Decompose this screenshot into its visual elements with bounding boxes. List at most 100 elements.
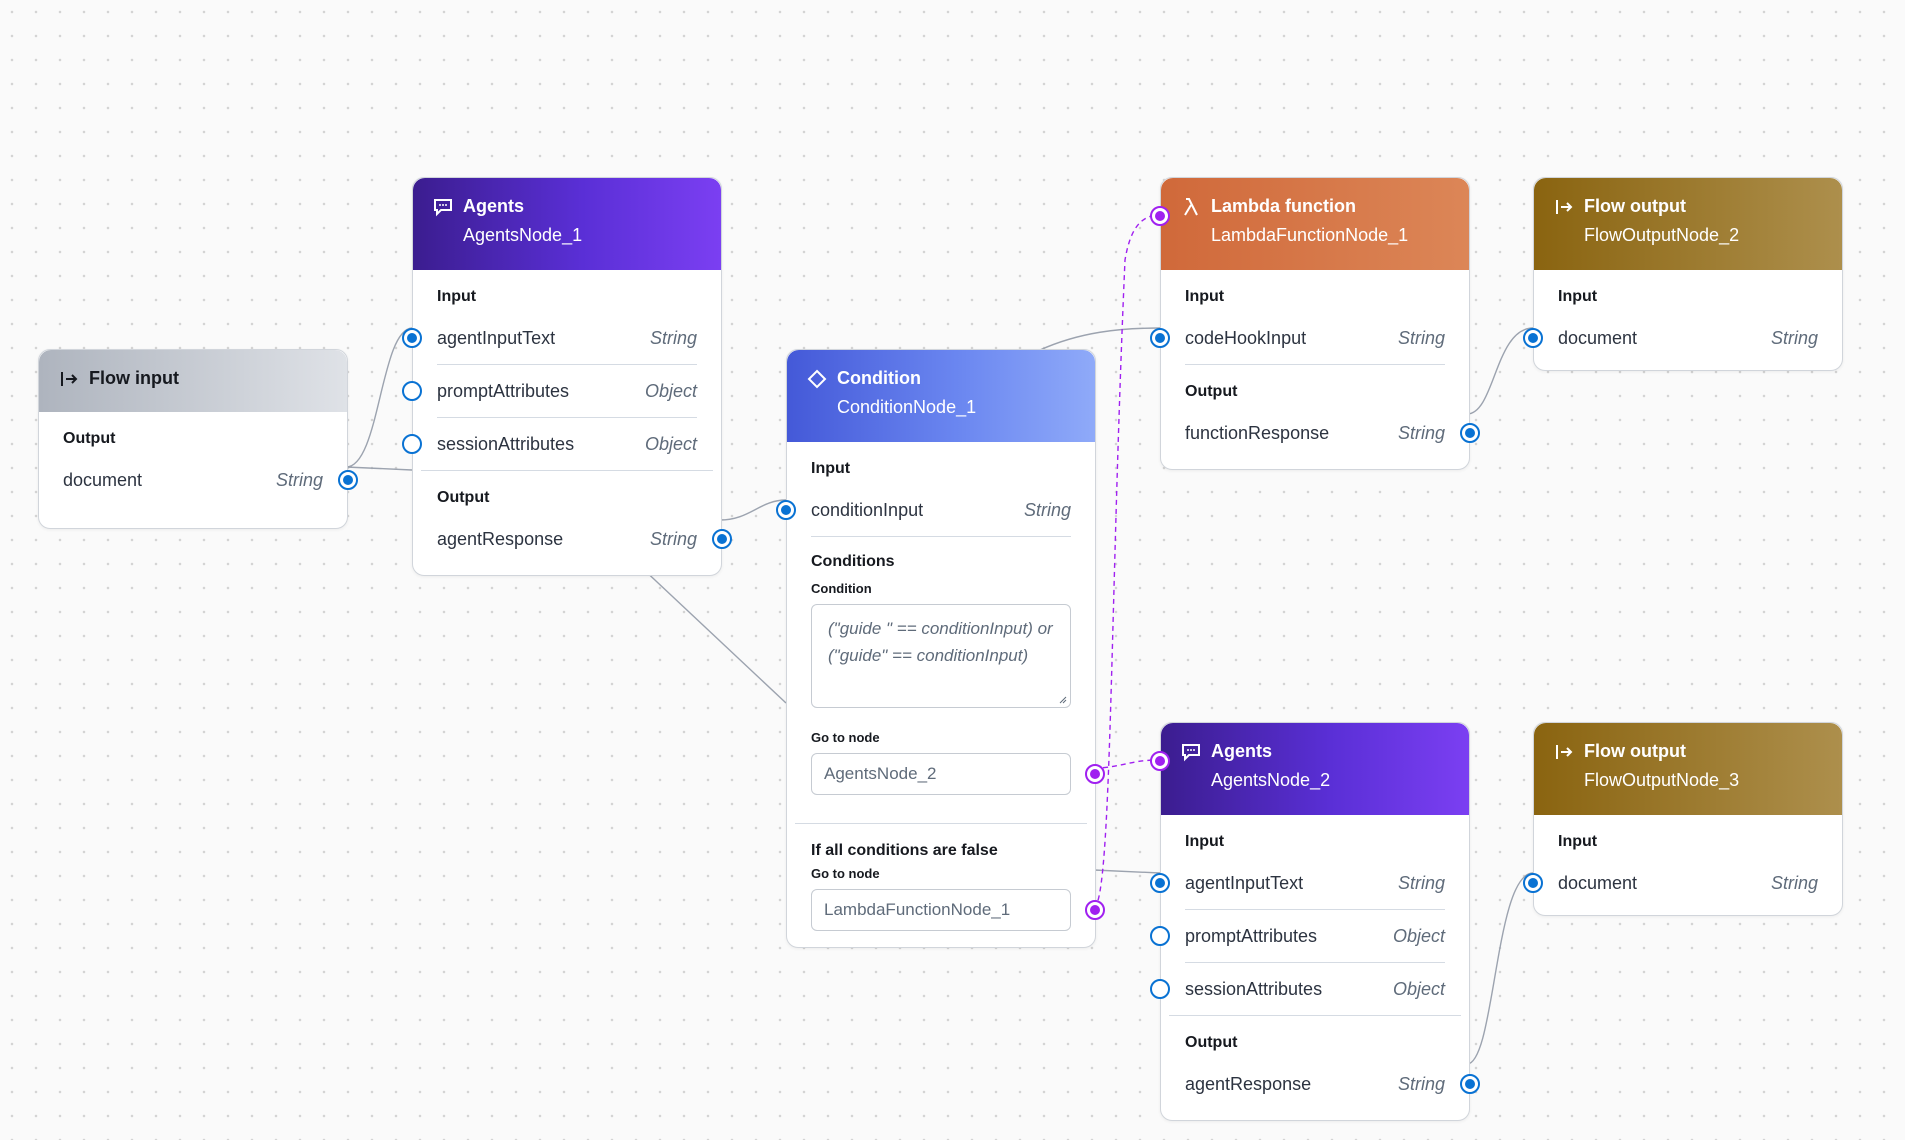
condition-node-header: Condition ConditionNode_1 [787,350,1095,442]
divider [795,823,1087,824]
conditions-section-label: Conditions [811,553,895,570]
field-name: document [63,469,143,490]
input-port[interactable] [1150,979,1170,999]
input-port[interactable] [402,381,422,401]
node-subtitle: AgentsNode_2 [1211,770,1331,790]
edge-agents1-condition-b [639,565,787,704]
output-port[interactable] [338,470,358,490]
edge-goto-agents2 [1093,759,1159,769]
arrow-into-bar-icon [1554,742,1574,762]
field-type: String [1397,422,1445,443]
input-port[interactable] [402,328,422,348]
output-section-label: Output [63,430,116,447]
condition-label: Condition [811,581,872,596]
input-section-label: Input [437,288,477,305]
input-field-promptAttributes: promptAttributes Object [1150,910,1445,963]
field-type: Object [644,380,697,401]
field-type: String [1397,872,1445,893]
input-section-label: Input [1185,288,1225,305]
lambda-trigger-port[interactable] [1150,206,1170,226]
output-port[interactable] [1460,1074,1480,1094]
input-field-promptAttributes: promptAttributes Object [402,365,697,418]
goto-value: AgentsNode_2 [824,764,937,783]
field-type: String [1397,327,1445,348]
arrow-into-bar-icon [1554,197,1574,217]
input-port[interactable] [402,434,422,454]
field-name: agentInputText [437,327,556,348]
output-port[interactable] [1460,423,1480,443]
node-title: Flow output [1584,741,1686,761]
field-type: Object [644,433,697,454]
field-type: Object [1392,925,1445,946]
output-field-agentResponse: agentResponse String [437,513,732,565]
field-name: sessionAttributes [437,433,575,454]
field-name: codeHookInput [1185,327,1307,348]
output-section-label: Output [1185,383,1238,400]
flow-input-node[interactable]: Flow input Output document String [38,349,358,529]
goto-label: Go to node [811,730,880,745]
flow-output-node-2[interactable]: Flow output FlowOutputNode_2 Input docum… [1523,177,1843,371]
input-section-label: Input [1558,833,1598,850]
lambda-node-header: Lambda function LambdaFunctionNode_1 [1150,178,1469,270]
flow-output-node-3[interactable]: Flow output FlowOutputNode_3 Input docum… [1523,722,1843,916]
field-name: sessionAttributes [1185,978,1323,999]
agents-node-1[interactable]: Agents AgentsNode_1 Input agentInputText… [402,177,732,576]
agents-node-1-header: Agents AgentsNode_1 [413,178,721,270]
agents2-trigger-port[interactable] [1150,751,1170,771]
diamond-icon [807,369,827,389]
condition-expression-textarea[interactable]: ("guide " == conditionInput) or ("guide"… [811,604,1071,708]
node-title: Flow output [1584,196,1686,216]
edge-agents2-flowout3 [1466,872,1534,1065]
else-goto-port[interactable] [1085,900,1105,920]
condition-expression: ("guide " == conditionInput) or ("guide"… [828,619,1053,665]
field-name: document [1558,872,1638,893]
divider [1169,1015,1461,1016]
node-title: Agents [1211,741,1273,761]
input-port[interactable] [1150,926,1170,946]
field-type: String [1770,327,1818,348]
field-name: promptAttributes [1185,925,1318,946]
input-section-label: Input [1558,288,1598,305]
input-port[interactable] [1523,873,1543,893]
field-type: Object [1392,978,1445,999]
else-goto-value: LambdaFunctionNode_1 [824,900,1011,919]
input-port[interactable] [1150,328,1170,348]
output-port[interactable] [712,529,732,549]
input-field-document: document String [1523,312,1818,364]
input-section-label: Input [811,460,851,477]
field-name: document [1558,327,1638,348]
output-field-functionResponse: functionResponse String [1185,407,1480,459]
field-type: String [275,469,323,490]
divider [421,470,713,471]
input-port[interactable] [776,500,796,520]
resize-grip-icon[interactable] [1058,695,1067,704]
goto-node-input[interactable]: AgentsNode_2 [811,753,1105,795]
node-subtitle: ConditionNode_1 [837,397,977,417]
field-type: String [649,327,697,348]
input-port[interactable] [1150,873,1170,893]
node-title: Flow input [89,368,179,388]
input-field-sessionAttributes: sessionAttributes Object [402,418,697,470]
edge-flowinput-agents1-b [345,466,413,471]
field-type: String [1023,499,1071,520]
arrow-into-bar-icon [59,369,79,389]
condition-goto-port[interactable] [1085,764,1105,784]
lambda-function-node[interactable]: Lambda function LambdaFunctionNode_1 Inp… [1150,177,1480,470]
output-field-document: document String [63,454,358,506]
field-name: promptAttributes [437,380,570,401]
node-subtitle: FlowOutputNode_3 [1584,770,1740,790]
input-field-codeHookInput: codeHookInput String [1150,312,1445,365]
else-goto-node-input[interactable]: LambdaFunctionNode_1 [811,889,1105,931]
node-subtitle: LambdaFunctionNode_1 [1211,225,1409,245]
input-field-document: document String [1523,857,1818,909]
agents-node-2[interactable]: Agents AgentsNode_2 Input agentInputText… [1150,722,1480,1121]
else-section-label: If all conditions are false [811,842,998,859]
condition-node[interactable]: Condition ConditionNode_1 Input conditio… [776,349,1105,948]
input-port[interactable] [1523,328,1543,348]
agents-node-2-header: Agents AgentsNode_2 [1150,723,1469,815]
input-field-agentInputText: agentInputText String [1150,857,1445,910]
chat-bubble-icon [1181,742,1201,762]
edge-condition-agents2 [1093,869,1161,874]
field-name: conditionInput [811,499,924,520]
input-section-label: Input [1185,833,1225,850]
